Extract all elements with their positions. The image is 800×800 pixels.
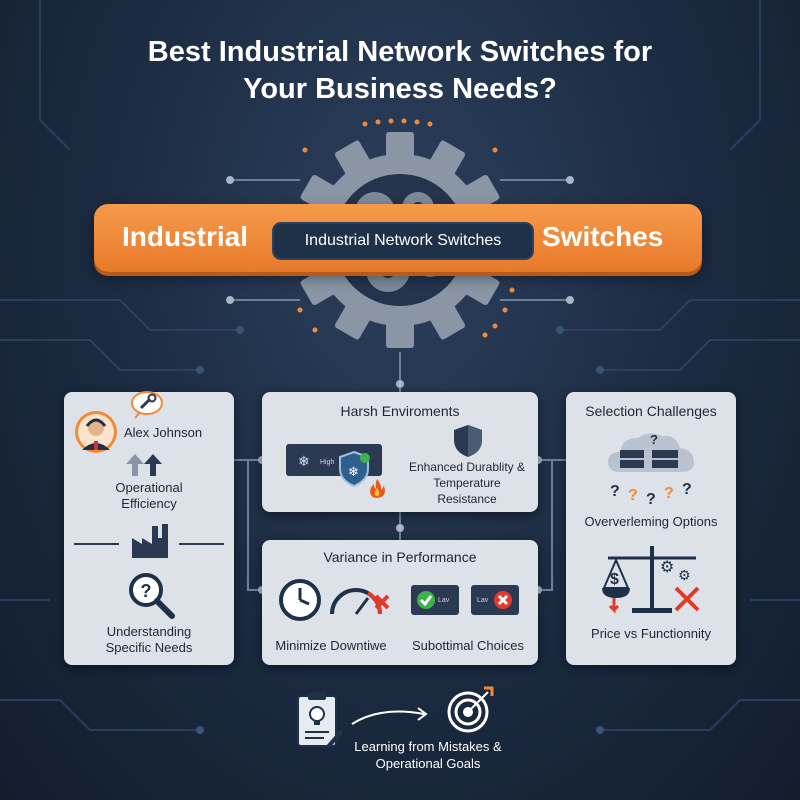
target-icon: [447, 686, 494, 733]
selection-panel-title: Selection Challenges: [585, 403, 717, 419]
magnifier-question-icon: ?: [129, 573, 175, 619]
svg-text:?: ?: [664, 485, 674, 502]
banner-center-label: Industrial Network Switches: [272, 222, 534, 260]
svg-text:$: $: [610, 571, 619, 588]
banner-left-text: Industrial: [122, 221, 249, 252]
arrow-right-icon: [351, 707, 428, 725]
options-label: Oververleming Options: [584, 514, 718, 529]
server-cloud-icon: ?: [608, 432, 694, 472]
needs-label: Understanding Specific Needs: [105, 624, 193, 655]
question-mark-icon: ? ? ? ? ?: [610, 481, 692, 506]
person-name: Alex Johnson: [124, 425, 203, 440]
durability-label: Enhanced Durablity & Temperature Resista…: [408, 460, 526, 506]
bad-switch-icon: [471, 585, 519, 615]
svg-text:?: ?: [646, 491, 656, 506]
efficiency-label: Operational Efficiency: [115, 480, 183, 511]
shield-icon: [454, 425, 482, 457]
good-switch-icon: [411, 585, 459, 615]
page-title: Best Industrial Network Switches for You…: [0, 34, 800, 108]
harsh-panel-title: Harsh Enviroments: [340, 403, 460, 419]
svg-text:?: ?: [610, 483, 620, 500]
wrench-icon: [131, 391, 163, 419]
device-tag: High: [320, 459, 335, 466]
scale-icon: $ ⚙ ⚙: [602, 546, 700, 614]
svg-text:?: ?: [650, 432, 658, 447]
tag-bad: Lav: [477, 597, 489, 604]
svg-text:?: ?: [682, 481, 692, 498]
variance-panel-title: Variance in Performance: [323, 549, 477, 565]
svg-text:⚙: ⚙: [660, 557, 674, 576]
price-label: Price vs Functionnity: [591, 626, 711, 641]
title-line-2: Your Business Needs?: [243, 73, 557, 105]
banner-right-text: Switches: [542, 221, 664, 252]
svg-text:?: ?: [141, 581, 152, 601]
title-line-1: Best Industrial Network Switches for: [147, 36, 653, 68]
person-icon: [75, 411, 117, 453]
svg-text:⚙: ⚙: [678, 568, 691, 584]
choices-label: Subottimal Choices: [412, 638, 524, 653]
factory-icon: [74, 524, 224, 558]
downtime-label: Minimize Downtiwe: [275, 638, 387, 653]
svg-text:?: ?: [628, 487, 638, 504]
svg-text:❄: ❄: [298, 454, 310, 470]
fire-icon: [370, 479, 385, 498]
tag-good: Lav: [438, 597, 450, 604]
clock-icon: [279, 579, 321, 621]
arrow-up-icon: [126, 454, 162, 476]
clipboard-lightbulb-icon: [297, 692, 343, 749]
speedometer-icon: [330, 588, 390, 615]
switch-device-icon: ❄ ❄: [286, 444, 382, 488]
svg-text:❄: ❄: [348, 465, 359, 480]
bottom-label: Learning from Mistakes & Operational Goa…: [354, 739, 502, 771]
